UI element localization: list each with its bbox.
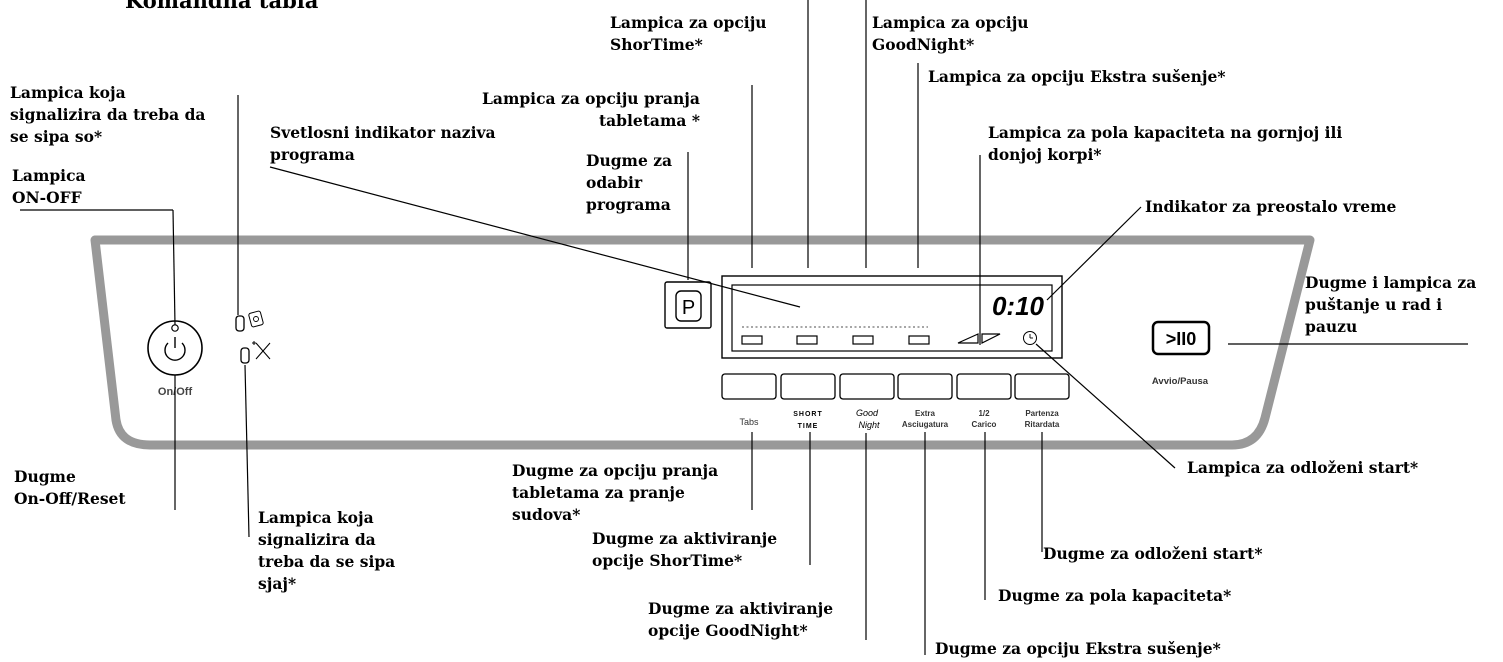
option-lamp-goodnight	[852, 335, 874, 345]
callout-button-goodnight: Dugme za aktiviranje opcije GoodNight*	[648, 599, 834, 640]
callout-remaining-time: Indikator za preostalo vreme	[1145, 197, 1397, 216]
goodnight-button[interactable]	[839, 373, 895, 400]
extra-drying-caption-2: Asciugatura	[902, 420, 949, 429]
delay-clock-icon	[1023, 331, 1037, 345]
half-load-triangles-icon	[957, 333, 1001, 344]
rinse-lamp	[240, 347, 250, 364]
extra-drying-button[interactable]	[897, 373, 953, 400]
callout-program-indicator: Svetlosni indikator naziva programa	[270, 123, 496, 164]
start-pause-label: Avvio/Pausa	[1152, 376, 1209, 387]
option-lamp-shorttime	[796, 335, 818, 345]
callout-button-tablets: Dugme za opciju pranja tabletama za pran…	[512, 461, 719, 524]
callout-lamp-rinse: Lampica koja signalizira da treba da se …	[258, 508, 396, 593]
start-pause-symbol: >II0	[1166, 329, 1197, 349]
rinse-aid-icon	[252, 341, 271, 360]
callout-start-pause: Dugme i lampica za puštanje u rad i pauz…	[1305, 273, 1477, 336]
callout-button-extra-drying: Dugme za opciju Ekstra sušenje*	[935, 639, 1221, 658]
callout-lamp-shorttime: Lampica za opciju ShorTime*	[610, 13, 767, 54]
shorttime-caption-2: TIME	[798, 423, 819, 430]
diagram-title: Komandna tabla	[125, 0, 319, 13]
delay-caption-1: Partenza	[1025, 409, 1059, 418]
program-button-label: P	[682, 297, 695, 319]
on-off-button[interactable]	[147, 320, 203, 376]
start-pause-button[interactable]	[1151, 320, 1211, 356]
callout-lamp-on-off: Lampica ON-OFF	[12, 166, 86, 207]
shorttime-button[interactable]	[780, 373, 836, 400]
tabs-caption: Tabs	[739, 417, 759, 427]
callout-button-shorttime: Dugme za aktiviranje opcije ShorTime*	[592, 529, 778, 570]
leader-remaining-time	[1046, 206, 1142, 301]
option-lamp-extra-drying	[908, 335, 930, 345]
callout-lamp-goodnight: Lampica za opciju GoodNight*	[872, 13, 1029, 54]
tabs-button[interactable]	[721, 373, 777, 400]
panel-outline	[90, 235, 1315, 450]
callout-program-button: Dugme za odabir programa	[586, 151, 673, 214]
callout-button-on-off: Dugme On-Off/Reset	[14, 467, 126, 508]
callout-lamp-extra-drying: Lampica za opciju Ekstra sušenje*	[928, 67, 1226, 86]
callout-button-delay: Dugme za odloženi start*	[1043, 544, 1263, 563]
goodnight-caption-2: Night	[858, 420, 880, 430]
goodnight-caption-1: Good	[856, 408, 879, 418]
half-load-caption-1: 1/2	[978, 409, 990, 418]
remaining-time-display: 0:10	[992, 291, 1045, 321]
salt-lamp	[235, 315, 245, 332]
extra-drying-caption-1: Extra	[915, 409, 936, 418]
callout-lamp-half-load: Lampica za pola kapaciteta na gornjoj il…	[988, 123, 1343, 164]
leader-rinse	[244, 364, 250, 538]
delay-start-button[interactable]	[1014, 373, 1070, 400]
salt-icon	[248, 310, 264, 328]
shorttime-caption-1: SHORT	[793, 411, 823, 418]
callout-button-half-load: Dugme za pola kapaciteta*	[998, 586, 1232, 605]
callout-lamp-tablets: Lampica za opciju pranja tabletama *	[482, 89, 700, 130]
callout-lamp-delay: Lampica za odloženi start*	[1187, 458, 1419, 477]
display-window	[731, 284, 1053, 352]
leader-program-indicator	[269, 166, 801, 308]
option-lamp-tabs	[741, 335, 763, 345]
half-load-caption-2: Carico	[972, 420, 997, 429]
leader-lamp-delay	[1035, 343, 1176, 469]
delay-caption-2: Ritardata	[1025, 420, 1060, 429]
callout-lamp-salt: Lampica koja signalizira da treba da se …	[10, 83, 206, 146]
half-load-button[interactable]	[956, 373, 1012, 400]
